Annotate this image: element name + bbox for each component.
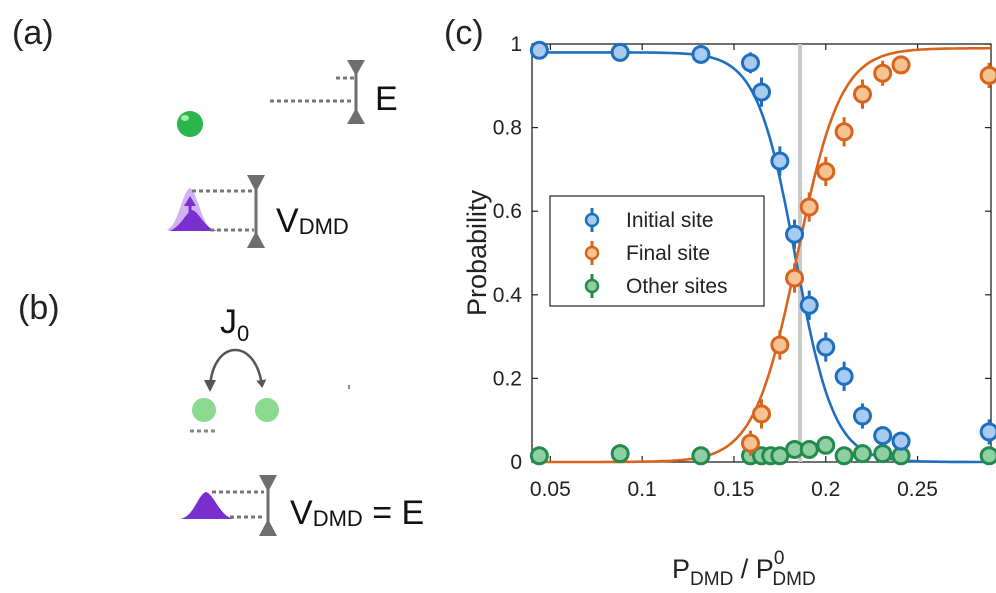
energy-label: E xyxy=(375,80,398,118)
arrow-left-head xyxy=(204,380,216,392)
legend-entry-label: Other sites xyxy=(626,275,728,298)
energy-offset-marker xyxy=(270,60,365,124)
data-point xyxy=(873,444,893,464)
y-tick-label: 1 xyxy=(510,33,522,56)
vdmd-offset-marker-b xyxy=(212,475,277,536)
data-point xyxy=(816,435,836,455)
data-point xyxy=(873,63,893,83)
panel-b: (b) J0 VDMD = E xyxy=(18,289,424,536)
panel-c: (c) 0.05 0.1 0.15 0.2 0.25 0 0.2 0.4 0.6 0.8 1 Pro… xyxy=(444,14,996,590)
panel-a: (a) E VDM xyxy=(12,14,398,248)
vdmd-label-a: VDMD xyxy=(276,202,349,240)
data-point xyxy=(529,40,549,60)
y-axis-label: Probability xyxy=(462,189,492,316)
data-point xyxy=(852,444,872,464)
data-point xyxy=(979,65,996,85)
data-point xyxy=(873,426,893,446)
panel-a-label: (a) xyxy=(12,14,54,52)
left-atom-icon xyxy=(192,398,216,422)
y-tick-label: 0.6 xyxy=(493,200,522,223)
y-tick-label: 0.2 xyxy=(493,367,522,390)
data-point xyxy=(979,446,996,466)
vdmd-offset-marker xyxy=(192,175,265,248)
data-point xyxy=(740,433,760,453)
legend-marker xyxy=(584,278,600,294)
data-point xyxy=(799,295,819,315)
data-point xyxy=(834,122,854,142)
data-point xyxy=(529,446,549,466)
y-tick-label: 0.8 xyxy=(493,117,522,140)
atom-icon xyxy=(177,111,203,137)
vdmd-equals-e-label: VDMD = E xyxy=(290,494,424,532)
data-point xyxy=(816,161,836,181)
data-point xyxy=(891,431,911,451)
fit-curves xyxy=(532,46,991,464)
data-point xyxy=(799,439,819,459)
small-mark xyxy=(348,385,350,389)
fit-curve xyxy=(532,46,991,464)
axis-ticks: 0.05 0.1 0.15 0.2 0.25 0 0.2 0.4 0.6 0.8 1 xyxy=(493,33,991,501)
x-tick-label: 0.15 xyxy=(714,478,755,501)
fit-curve xyxy=(532,51,991,464)
data-point xyxy=(691,44,711,64)
tunneling-label: J0 xyxy=(220,303,249,346)
data-point xyxy=(799,197,819,217)
y-tick-label: 0.4 xyxy=(493,284,523,307)
legend-entry-label: Final site xyxy=(626,242,710,265)
data-point xyxy=(752,404,771,424)
legend-marker xyxy=(584,212,600,228)
x-tick-label: 0.2 xyxy=(811,478,840,501)
data-point xyxy=(852,406,872,426)
data-point xyxy=(770,335,790,355)
data-point xyxy=(834,446,854,466)
panel-b-label: (b) xyxy=(18,289,60,327)
x-tick-label: 0.1 xyxy=(628,478,657,501)
data-point xyxy=(834,366,854,386)
data-point xyxy=(610,444,630,464)
x-tick-label: 0.25 xyxy=(897,478,938,501)
y-tick-label: 0 xyxy=(510,451,522,474)
data-point xyxy=(891,55,911,75)
probability-chart: 0.05 0.1 0.15 0.2 0.25 0 0.2 0.4 0.6 0.8 1 Probabi… xyxy=(462,33,996,590)
data-point xyxy=(610,42,630,62)
data-point xyxy=(816,337,836,357)
legend-entry-label: Initial site xyxy=(626,209,714,232)
data-point xyxy=(691,446,711,466)
data-point xyxy=(785,224,805,244)
panel-c-label: (c) xyxy=(444,14,484,52)
wavepacket-icon xyxy=(166,188,218,231)
data-point xyxy=(852,84,872,104)
wavepacket-b-icon xyxy=(180,492,234,519)
tunneling-arrow xyxy=(208,348,267,388)
data-points xyxy=(529,40,996,466)
data-point xyxy=(752,82,771,102)
data-point xyxy=(740,53,760,73)
data-point xyxy=(770,151,790,171)
x-tick-label: 0.05 xyxy=(530,478,571,501)
data-point xyxy=(785,268,805,288)
right-atom-icon xyxy=(255,398,279,422)
data-point xyxy=(979,422,996,442)
legend-marker xyxy=(584,245,600,261)
